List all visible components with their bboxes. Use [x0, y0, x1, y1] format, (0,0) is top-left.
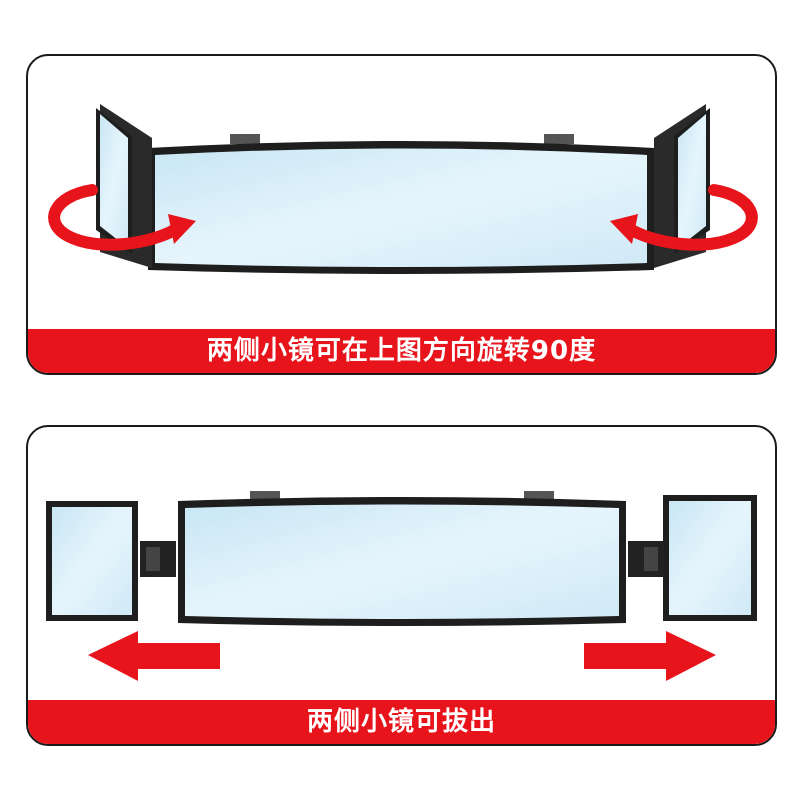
- mount-clip: [544, 134, 574, 144]
- detach-caption: 两侧小镜可拔出: [306, 707, 496, 737]
- mount-clip: [524, 491, 554, 501]
- pull-right-arrow-icon: [584, 631, 716, 681]
- right-side-mirror-glass: [678, 114, 706, 248]
- rotate-mirror-illustration: [48, 104, 758, 274]
- detach-mirror-illustration: [46, 491, 757, 681]
- center-mirror-glass: [185, 504, 619, 619]
- caption-bar: [28, 700, 775, 744]
- center-mirror-glass: [155, 148, 647, 267]
- left-rotate-arrow-icon: [48, 184, 196, 251]
- right-rotate-arrow-icon: [610, 184, 758, 251]
- right-connector-slot: [644, 547, 658, 571]
- left-connector-slot: [146, 547, 160, 571]
- mount-clip: [230, 134, 260, 144]
- left-side-mirror-glass: [52, 507, 132, 615]
- rotate-feature-panel: 两侧小镜可在上图方向旋转90度: [26, 54, 777, 375]
- mount-clip: [250, 491, 280, 501]
- left-side-mirror-glass: [100, 114, 128, 248]
- caption-bar: [28, 329, 775, 373]
- right-side-mirror-glass: [669, 501, 751, 615]
- rotate-caption: 两侧小镜可在上图方向旋转90度: [206, 336, 597, 366]
- detach-feature-panel: 两侧小镜可拔出: [26, 425, 777, 746]
- pull-left-arrow-icon: [88, 631, 220, 681]
